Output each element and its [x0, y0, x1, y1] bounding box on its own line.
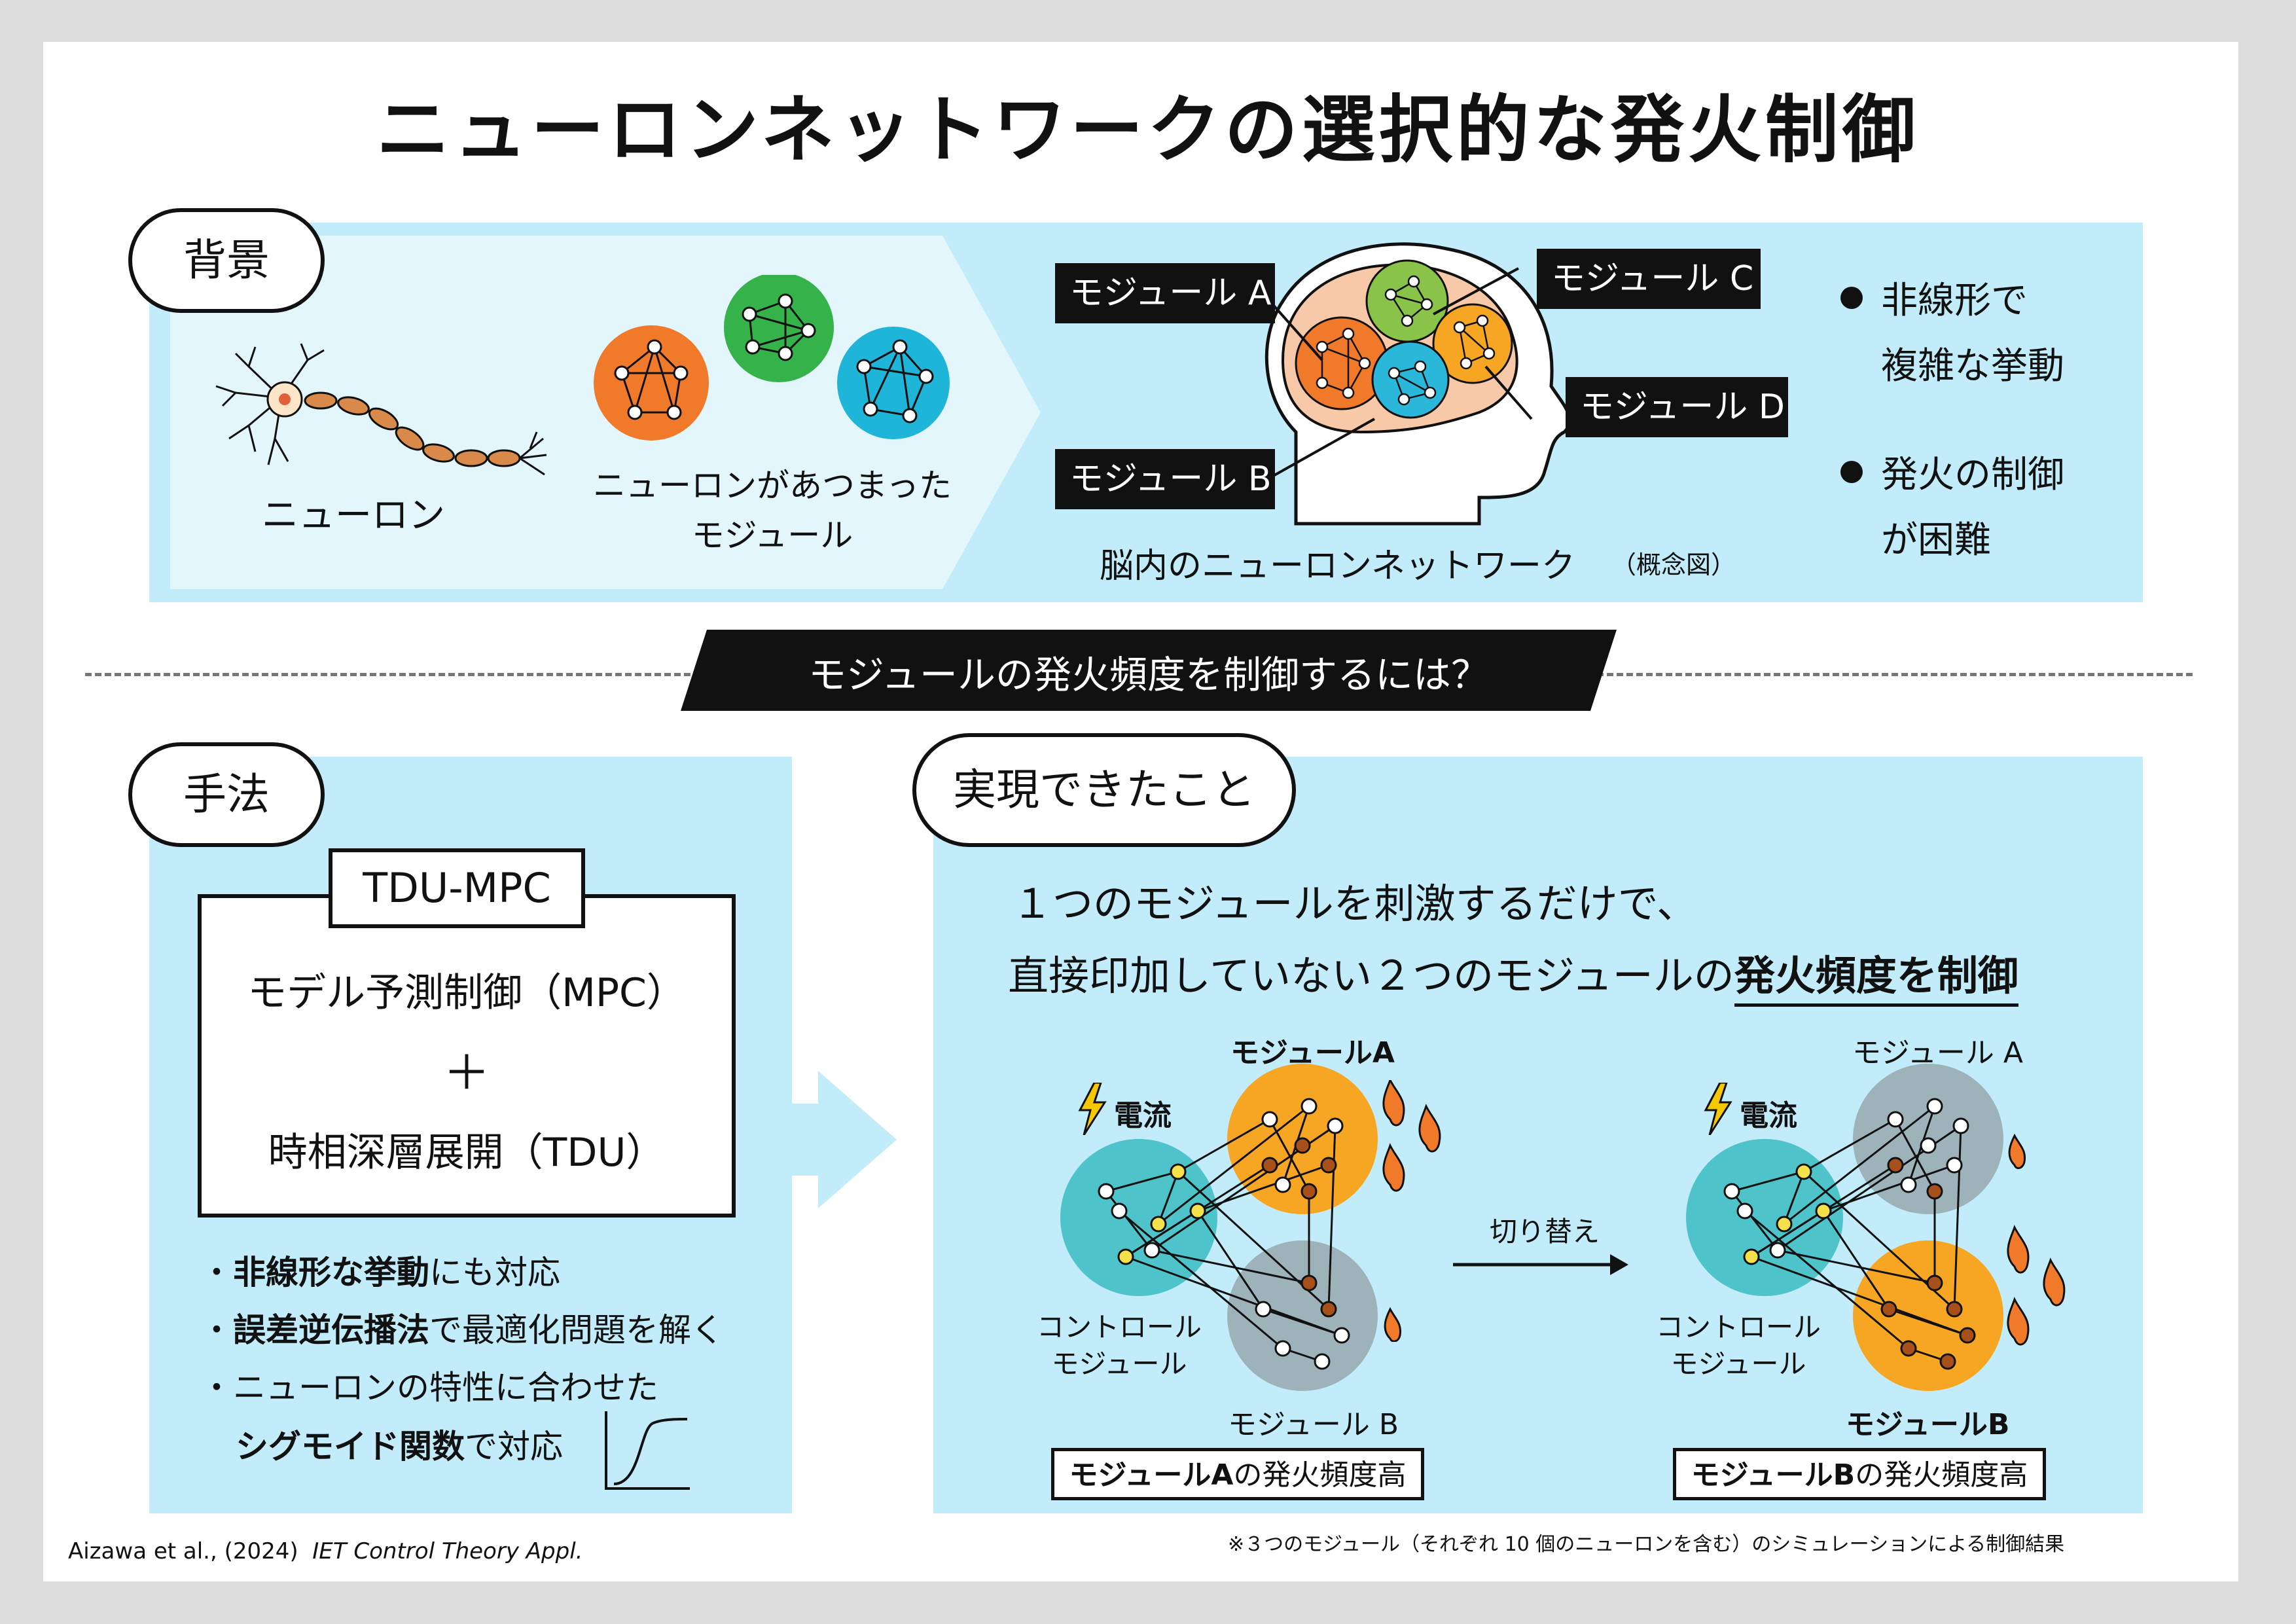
right-result-box: モジュールBの発火頻度高	[1673, 1448, 2046, 1500]
neuron-illustration	[215, 343, 547, 476]
question-bar	[681, 630, 1617, 711]
achievement-line2-plain: 直接印加していない２つのモジュールの	[1008, 952, 1734, 1000]
right-module-a-label: モジュール A	[1852, 1036, 2024, 1070]
left-current-label: 電流	[1114, 1099, 1172, 1132]
lightning-icon	[1704, 1083, 1732, 1135]
bullet-mark: ・	[200, 1254, 233, 1291]
footnote: ※３つのモジュール（それぞれ 10 個のニューロンを含む）のシミュレーションによ…	[1228, 1533, 2065, 1556]
brain-module-b-label: モジュール B	[1055, 449, 1275, 509]
background-bullet-1	[1840, 287, 1863, 309]
left-control-line2: モジュール	[1051, 1348, 1187, 1380]
achievement-line1: １つのモジュールを刺激するだけで、	[1012, 880, 1698, 928]
b3-line1: ニューロンの特性に合わせた	[233, 1369, 658, 1407]
right-control-line2: モジュール	[1670, 1348, 1806, 1380]
method-bullet-1: ・非線形な挙動にも対応	[200, 1246, 560, 1293]
achievement-line2: 直接印加していない２つのモジュールの発火頻度を制御	[1008, 943, 2018, 1007]
lightning-icon	[1078, 1083, 1107, 1135]
bullet1-line1: 非線形で	[1881, 280, 2028, 322]
brain-caption-note: （概念図）	[1611, 550, 1736, 579]
module-label-line2: モジュール	[691, 516, 853, 554]
b1-bold: 非線形な挙動	[233, 1254, 429, 1291]
b1-rest: にも対応	[429, 1254, 560, 1291]
citation-journal: IET Control Theory Appl.	[312, 1538, 583, 1564]
brain-module-c-label: モジュール C	[1537, 249, 1761, 309]
brain-caption-main: 脳内のニューロンネットワーク	[1100, 547, 1575, 586]
citation: Aizawa et al., (2024) IET Control Theory…	[68, 1538, 583, 1564]
neuron-label: ニューロン	[262, 494, 445, 537]
right-module-b-label: モジュールB	[1846, 1408, 2010, 1441]
left-result-box: モジュールAの発火頻度高	[1051, 1448, 1424, 1500]
question-text: モジュールの発火頻度を制御するには？	[808, 653, 1489, 697]
achievement-line2-bold: 発火頻度を制御	[1734, 952, 2018, 1007]
bullet1-line2: 複雑な挙動	[1881, 345, 2064, 388]
tdu-line: 時相深層展開（TDU）	[268, 1130, 666, 1176]
method-bullet-2: ・誤差逆伝播法で最適化問題を解く	[200, 1304, 724, 1351]
brain-module-d-label: モジュール D	[1566, 377, 1788, 437]
module-label-line1: ニューロンがあつまった	[593, 467, 952, 505]
b3-rest: で対応	[465, 1428, 563, 1466]
method-bullet-3: ・ニューロンの特性に合わせた	[200, 1362, 658, 1409]
poster-title: ニューロンネットワークの選択的な発火制御	[376, 88, 1920, 173]
plus-sign: ＋	[442, 1045, 490, 1100]
right-control-line1: コントロール	[1655, 1311, 1821, 1343]
mpc-line: モデル予測制御（MPC）	[247, 970, 686, 1016]
brain-leader-lines	[1268, 267, 1533, 479]
left-module-a-label: モジュールA	[1230, 1036, 1395, 1070]
switch-arrow	[1453, 1254, 1628, 1275]
b3-bold: シグモイド関数	[236, 1428, 465, 1466]
background-bullet-2	[1840, 461, 1863, 483]
achievement-heading: 実現できたこと	[912, 733, 1296, 847]
left-control-line1: コントロール	[1036, 1311, 1202, 1343]
bullet-mark: ・	[200, 1369, 233, 1407]
tdu-mpc-title: TDU-MPC	[329, 848, 585, 928]
bullet-mark: ・	[200, 1311, 233, 1349]
network-left	[1060, 1064, 1378, 1391]
brain-module-a-label: モジュール A	[1055, 263, 1275, 323]
network-right	[1686, 1064, 2003, 1391]
method-bullet-3-cont: シグモイド関数で対応	[236, 1420, 563, 1468]
right-current-label: 電流	[1740, 1099, 1797, 1132]
tdu-mpc-box	[198, 894, 736, 1218]
sigmoid-icon	[605, 1411, 690, 1490]
background-heading: 背景	[128, 208, 325, 313]
module-circles-illustration	[594, 275, 950, 441]
citation-authors: Aizawa et al., (2024)	[68, 1538, 298, 1564]
right-result-rest: の発火頻度高	[1855, 1458, 2028, 1492]
bullet2-line1: 発火の制御	[1881, 454, 2064, 496]
right-result-bold: モジュールB	[1691, 1458, 1856, 1492]
left-result-bold: モジュールA	[1069, 1458, 1234, 1492]
left-result-rest: の発火頻度高	[1233, 1458, 1407, 1492]
brain-illustration	[1265, 242, 1571, 526]
b2-rest: で最適化問題を解く	[429, 1311, 724, 1349]
b2-bold: 誤差逆伝播法	[233, 1311, 429, 1349]
method-heading: 手法	[128, 742, 325, 847]
switch-label: 切り替え	[1489, 1216, 1600, 1248]
bullet2-line2: が困難	[1881, 519, 1991, 562]
fire-icon	[2007, 1133, 2066, 1346]
fire-icon	[1382, 1080, 1441, 1342]
left-module-b-label: モジュール B	[1228, 1408, 1399, 1441]
method-to-result-arrow	[792, 1071, 897, 1208]
